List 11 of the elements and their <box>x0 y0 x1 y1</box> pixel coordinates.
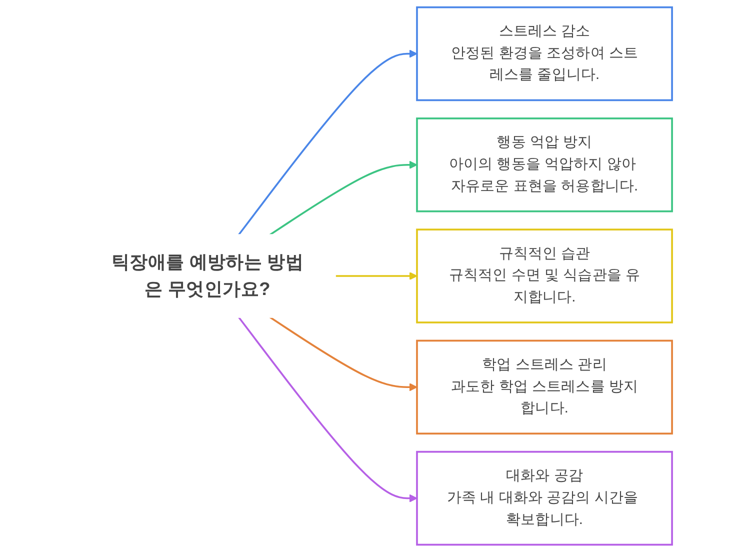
node-text: 틱장애를 예방하는 방법은 무엇인가요? <box>111 252 304 300</box>
node-box: 규칙적인 습관 규칙적인 수면 및 식습관을 유지합니다. <box>416 228 673 324</box>
arrow <box>335 272 418 280</box>
arrow <box>269 160 418 236</box>
node-box: 대화와 공감 가족 내 대화와 공감의 시간을 확보합니다. <box>416 450 673 546</box>
arrow <box>269 316 418 392</box>
node-box: 행동 억압 방지 아이의 행동을 억압하지 않아 자유로운 표현을 허용합니다. <box>416 118 673 212</box>
arrow <box>238 50 418 236</box>
arrow <box>238 316 418 502</box>
node-box: 스트레스 감소 안정된 환경을 조성하여 스트레스를 줄입니다. <box>416 6 673 102</box>
node-box: 학업 스트레스 관리 과도한 학업 스트레스를 방지합니다. <box>416 340 673 434</box>
